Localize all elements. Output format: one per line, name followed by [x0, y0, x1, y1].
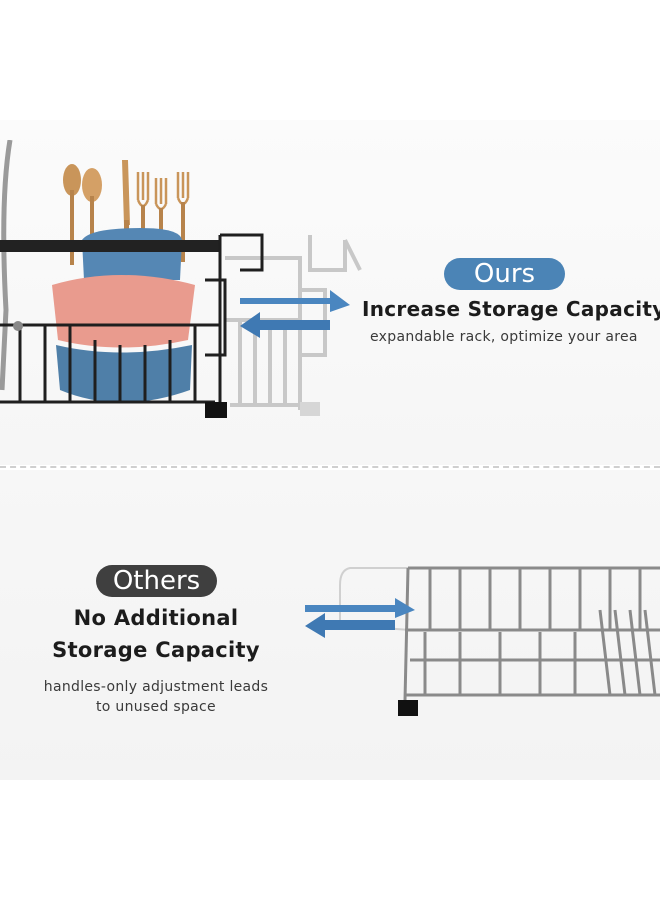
others-heading-line2: Storage Capacity [52, 638, 260, 662]
rack-foot [205, 402, 227, 418]
others-badge: Others [96, 565, 217, 597]
section-divider [0, 466, 660, 468]
rack-screw [13, 321, 23, 331]
handle-ghost [339, 567, 411, 631]
others-heading-line1: No Additional [73, 606, 239, 630]
ours-subtext: expandable rack, optimize your area [370, 329, 638, 345]
plate-icon [0, 140, 13, 391]
expandable-rack-illustration [0, 140, 362, 418]
others-subtext-line2: to unused space [96, 699, 216, 715]
pink-bowl-icon [52, 275, 195, 348]
ours-badge: Ours [444, 258, 565, 290]
rack-wires [0, 233, 264, 410]
rack-wires [403, 566, 660, 701]
others-subtext-line1: handles-only adjustment leads [43, 679, 269, 695]
adjust-arrows-icon [305, 598, 415, 638]
cup-icon [82, 228, 182, 280]
expand-arrows-icon [240, 290, 350, 338]
blue-bowl-icon [56, 345, 192, 403]
standard-rack-illustration [305, 566, 660, 716]
rack-foot [398, 700, 418, 716]
rack-top-rail [0, 240, 220, 252]
ours-heading: Increase Storage Capacity [362, 297, 660, 321]
